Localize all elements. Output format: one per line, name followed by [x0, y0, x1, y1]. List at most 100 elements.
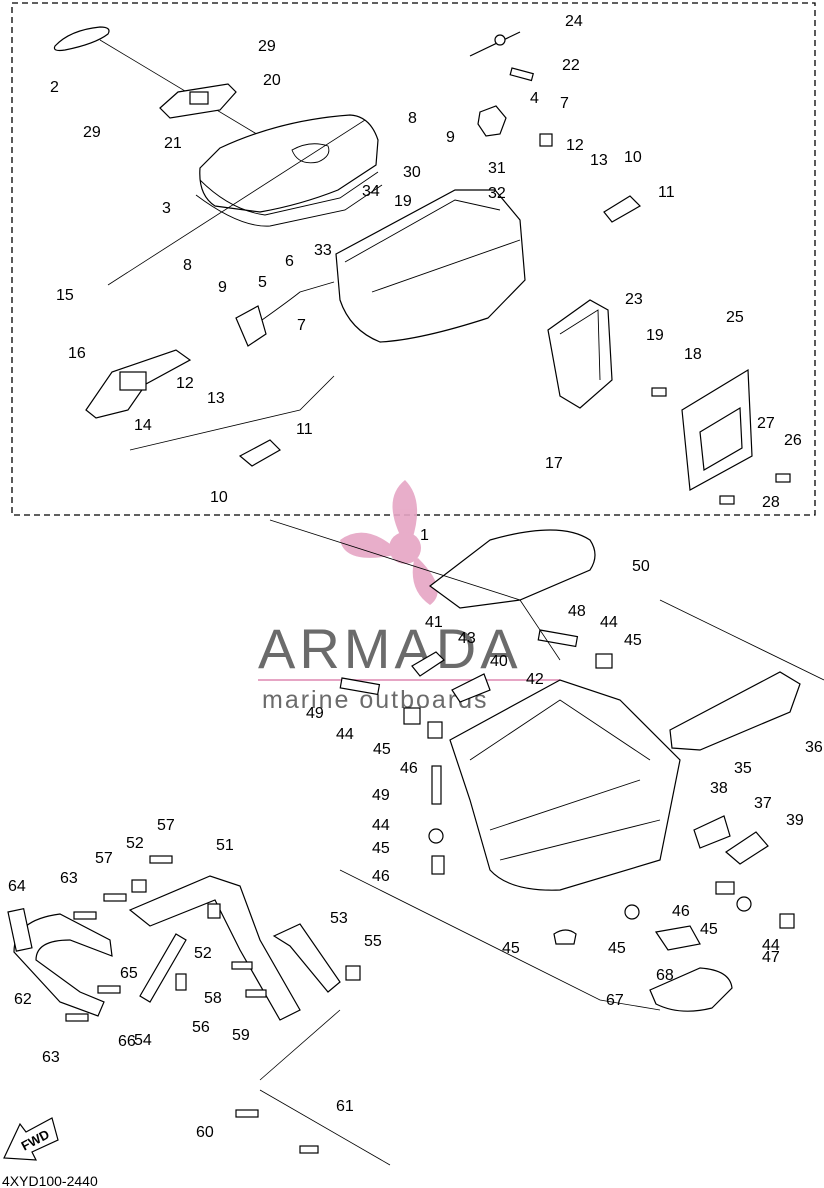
callout-57: 57: [95, 850, 113, 867]
callout-21: 21: [164, 135, 182, 152]
part-2-pad: [53, 26, 110, 52]
watermark-brand: ARMADA: [258, 617, 522, 680]
callout-66: 66: [118, 1033, 136, 1050]
callout-59: 59: [232, 1027, 250, 1044]
callout-44: 44: [600, 614, 618, 631]
callout-45-5: 45: [502, 940, 520, 957]
diagram-code: 4XYD100-2440: [2, 1173, 98, 1188]
part-4-lock: [477, 105, 507, 137]
callout-8: 8: [408, 110, 417, 127]
callout-33: 33: [314, 242, 332, 259]
part-10-stay-upper: [603, 195, 641, 223]
callout-29-2: 29: [83, 124, 101, 141]
callout-45-3: 45: [372, 840, 390, 857]
part-35-rail: [669, 671, 801, 751]
callout-7-2: 7: [297, 317, 306, 334]
callout-37: 37: [754, 795, 772, 812]
callout-29: 29: [258, 38, 276, 55]
callout-52-2: 52: [194, 945, 212, 962]
callout-45-2: 45: [373, 741, 391, 758]
callout-49: 49: [306, 705, 324, 722]
callout-68: 68: [656, 967, 674, 984]
callout-47: 47: [762, 949, 780, 966]
callout-57-2: 57: [157, 817, 175, 834]
part-box-upper: [335, 189, 526, 343]
callout-17: 17: [545, 455, 563, 472]
callout-25: 25: [726, 309, 744, 326]
callout-10: 10: [624, 149, 642, 166]
part-54-link: [139, 933, 187, 1003]
part-box-lower: [449, 679, 681, 891]
callout-46: 46: [400, 760, 418, 777]
callout-36: 36: [805, 739, 823, 756]
callout-13: 13: [590, 152, 608, 169]
callout-46-3: 46: [672, 903, 690, 920]
callout-41: 41: [425, 614, 443, 631]
callout-44-2: 44: [336, 726, 354, 743]
part-53-arm: [272, 923, 341, 993]
callout-18: 18: [684, 346, 702, 363]
callout-16: 16: [68, 345, 86, 362]
callout-63: 63: [60, 870, 78, 887]
callout-8-2: 8: [183, 257, 192, 274]
callout-44-4: 44: [762, 937, 780, 954]
callout-45: 45: [624, 632, 642, 649]
callout-labels: 1234567788991010111112121313141516171819…: [8, 13, 823, 1141]
callout-19: 19: [394, 193, 412, 210]
callout-39: 39: [786, 812, 804, 829]
callout-12: 12: [566, 137, 584, 154]
watermark-logo-icon: [340, 480, 438, 605]
callout-3: 3: [162, 200, 171, 217]
part-7-clip: [539, 133, 553, 147]
part-3-lid: [199, 114, 379, 213]
callout-50: 50: [632, 558, 650, 575]
callout-26: 26: [784, 432, 802, 449]
callout-60: 60: [196, 1124, 214, 1141]
callout-53: 53: [330, 910, 348, 927]
callout-49-2: 49: [372, 787, 390, 804]
callout-32: 32: [488, 185, 506, 202]
callout-22: 22: [562, 57, 580, 74]
part-51-frame: [128, 875, 301, 1021]
callout-56: 56: [192, 1019, 210, 1036]
callout-45-6: 45: [608, 940, 626, 957]
callout-45-4: 45: [700, 921, 718, 938]
part-41-clip: [411, 651, 445, 677]
part-38-flange: [693, 815, 731, 849]
callout-10-2: 10: [210, 489, 228, 506]
part-10-stay: [238, 439, 281, 467]
callout-5: 5: [258, 274, 267, 291]
callout-13-2: 13: [207, 390, 225, 407]
callout-55: 55: [364, 933, 382, 950]
callout-19-2: 19: [646, 327, 664, 344]
callout-46-2: 46: [372, 868, 390, 885]
callout-11-2: 11: [296, 421, 313, 438]
callout-30: 30: [403, 164, 421, 181]
callout-34: 34: [362, 183, 380, 200]
callout-20: 20: [263, 72, 281, 89]
part-37-flange: [725, 831, 769, 865]
callout-54: 54: [134, 1032, 152, 1049]
part-68-bracket: [654, 925, 701, 951]
callout-28: 28: [762, 494, 780, 511]
part-42-bracket: [451, 673, 491, 703]
callout-64: 64: [8, 878, 26, 895]
callout-51: 51: [216, 837, 234, 854]
callout-9-2: 9: [218, 279, 227, 296]
callout-58: 58: [204, 990, 222, 1007]
callout-1: 1: [420, 527, 429, 544]
callout-44-3: 44: [372, 817, 390, 834]
callout-65: 65: [120, 965, 138, 982]
callout-61: 61: [336, 1098, 354, 1115]
callout-7: 7: [560, 95, 569, 112]
upper-assembly-frame: [11, 2, 816, 516]
callout-63-2: 63: [42, 1049, 60, 1066]
part-64-cap: [7, 907, 33, 952]
callout-11: 11: [658, 184, 675, 201]
callout-62: 62: [14, 991, 32, 1008]
part-67-plate: [649, 967, 733, 1012]
callout-12-2: 12: [176, 375, 194, 392]
callout-14: 14: [134, 417, 152, 434]
callout-15: 15: [56, 287, 74, 304]
callout-4: 4: [530, 90, 539, 107]
